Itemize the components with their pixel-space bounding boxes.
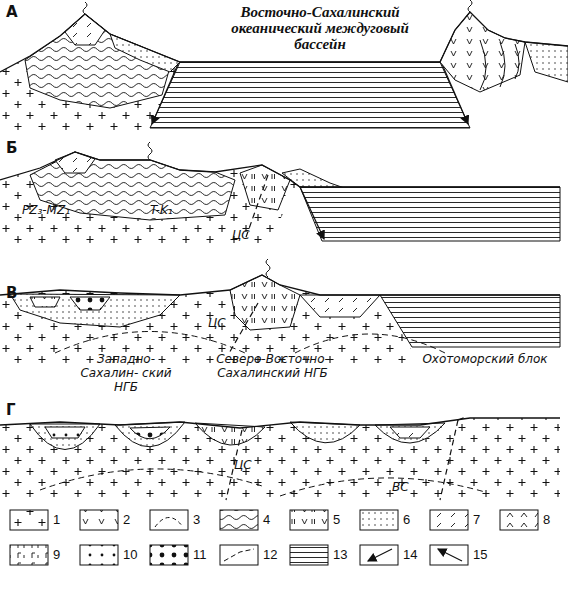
legend-number: 2 — [123, 512, 130, 527]
basement-arc — [40, 469, 262, 490]
fault-label: ВС — [392, 480, 409, 494]
legend-number: 15 — [473, 547, 487, 562]
legend-swatch — [10, 510, 48, 530]
legend-number: 10 — [123, 547, 137, 562]
basement-arc — [280, 478, 485, 496]
oceanic-crust — [300, 187, 560, 241]
crust-body — [0, 14, 180, 130]
panel-g — [0, 417, 560, 500]
panel-b — [0, 142, 560, 245]
basin-title: Восточно-Сахалинский океанический междуг… — [205, 4, 435, 52]
legend-number: 3 — [193, 512, 200, 527]
legend-swatch — [220, 510, 258, 530]
legend-number: 1 — [53, 512, 60, 527]
panel-letter: Б — [6, 140, 17, 157]
legend-swatches — [10, 510, 538, 565]
sediment-wedge — [525, 42, 568, 82]
age-label: PZ₃-MZ₁ — [22, 203, 70, 217]
block-name: Охотоморский блок — [420, 352, 550, 366]
legend-swatch — [360, 545, 398, 565]
volcanic-cone — [55, 152, 95, 173]
legend-swatch — [430, 510, 468, 530]
fault-line — [228, 303, 258, 355]
coal-layer — [130, 427, 170, 439]
legend-swatch — [80, 510, 118, 530]
legend-arrow — [438, 549, 462, 561]
volcanic-layer — [30, 297, 60, 307]
panel-letter: В — [6, 285, 17, 302]
basement-arc — [295, 334, 445, 353]
legend-swatch — [290, 510, 328, 530]
fault-line — [440, 417, 466, 500]
volcanic-complex — [240, 165, 290, 210]
subduction-arrow — [152, 64, 178, 124]
legend-arc — [155, 518, 183, 528]
fault-label: ЦС — [232, 228, 250, 242]
legend-number: 6 — [403, 512, 410, 527]
basin-name: Северо-Восточно-Сахалинский НГБ — [205, 352, 340, 380]
legend-number: 5 — [333, 512, 340, 527]
legend-number: 11 — [193, 547, 207, 562]
panel-letter: А — [6, 4, 18, 21]
legend-number: 12 — [263, 547, 277, 562]
basement-arc — [55, 332, 245, 354]
legend-number: 8 — [543, 512, 550, 527]
fault-label: ЦС — [234, 458, 252, 472]
basin-fill — [115, 422, 185, 447]
legend-number: 7 — [473, 512, 480, 527]
legend-number: 14 — [403, 547, 417, 562]
legend-swatch — [430, 545, 468, 565]
volcanic-cone — [65, 14, 105, 45]
legend-swatch — [500, 510, 538, 530]
eruption-squiggle — [83, 2, 87, 14]
volcanic-complex — [230, 275, 300, 330]
legend-swatch — [150, 545, 188, 565]
legend-swatch — [150, 510, 188, 530]
legend-swatch — [360, 510, 398, 530]
volcanic-layer — [390, 427, 430, 438]
arc-intrusion — [480, 40, 519, 90]
legend-swatch — [10, 545, 48, 565]
age-label: T-K₁ — [150, 203, 173, 217]
eruption-squiggle — [148, 142, 152, 160]
legend-number: 9 — [53, 547, 60, 562]
legend-fault — [224, 549, 254, 561]
crust-body — [0, 418, 560, 500]
surface-line — [0, 275, 560, 295]
basin-fill — [30, 424, 100, 450]
panel-letter: Г — [6, 402, 16, 419]
fault-label: ЦС — [208, 316, 226, 330]
coal-layer — [70, 297, 110, 310]
basin-fill — [375, 423, 445, 443]
legend-number: 13 — [333, 547, 347, 562]
surface-line — [0, 418, 560, 428]
basin-name: Западно-Сахалин- ский НГБ — [70, 352, 182, 394]
legend-swatch — [80, 545, 118, 565]
sediment-wedge — [110, 34, 180, 72]
legend-swatch — [220, 545, 258, 565]
eruption-squiggle — [468, 0, 472, 12]
basin-fill — [10, 294, 180, 327]
coal-layer — [45, 427, 85, 438]
crust-body — [0, 275, 420, 365]
subduction-arrow — [300, 187, 324, 239]
oceanic-crust — [380, 295, 560, 347]
eruption-squiggle — [266, 259, 270, 277]
legend-swatch — [290, 545, 328, 565]
panel-a — [0, 0, 568, 130]
surface-line — [0, 152, 560, 187]
panel-v — [0, 259, 560, 365]
legend-number: 4 — [263, 512, 270, 527]
legend-arrow — [368, 549, 392, 561]
oceanic-crust — [150, 62, 470, 128]
basin-fill — [300, 295, 380, 317]
